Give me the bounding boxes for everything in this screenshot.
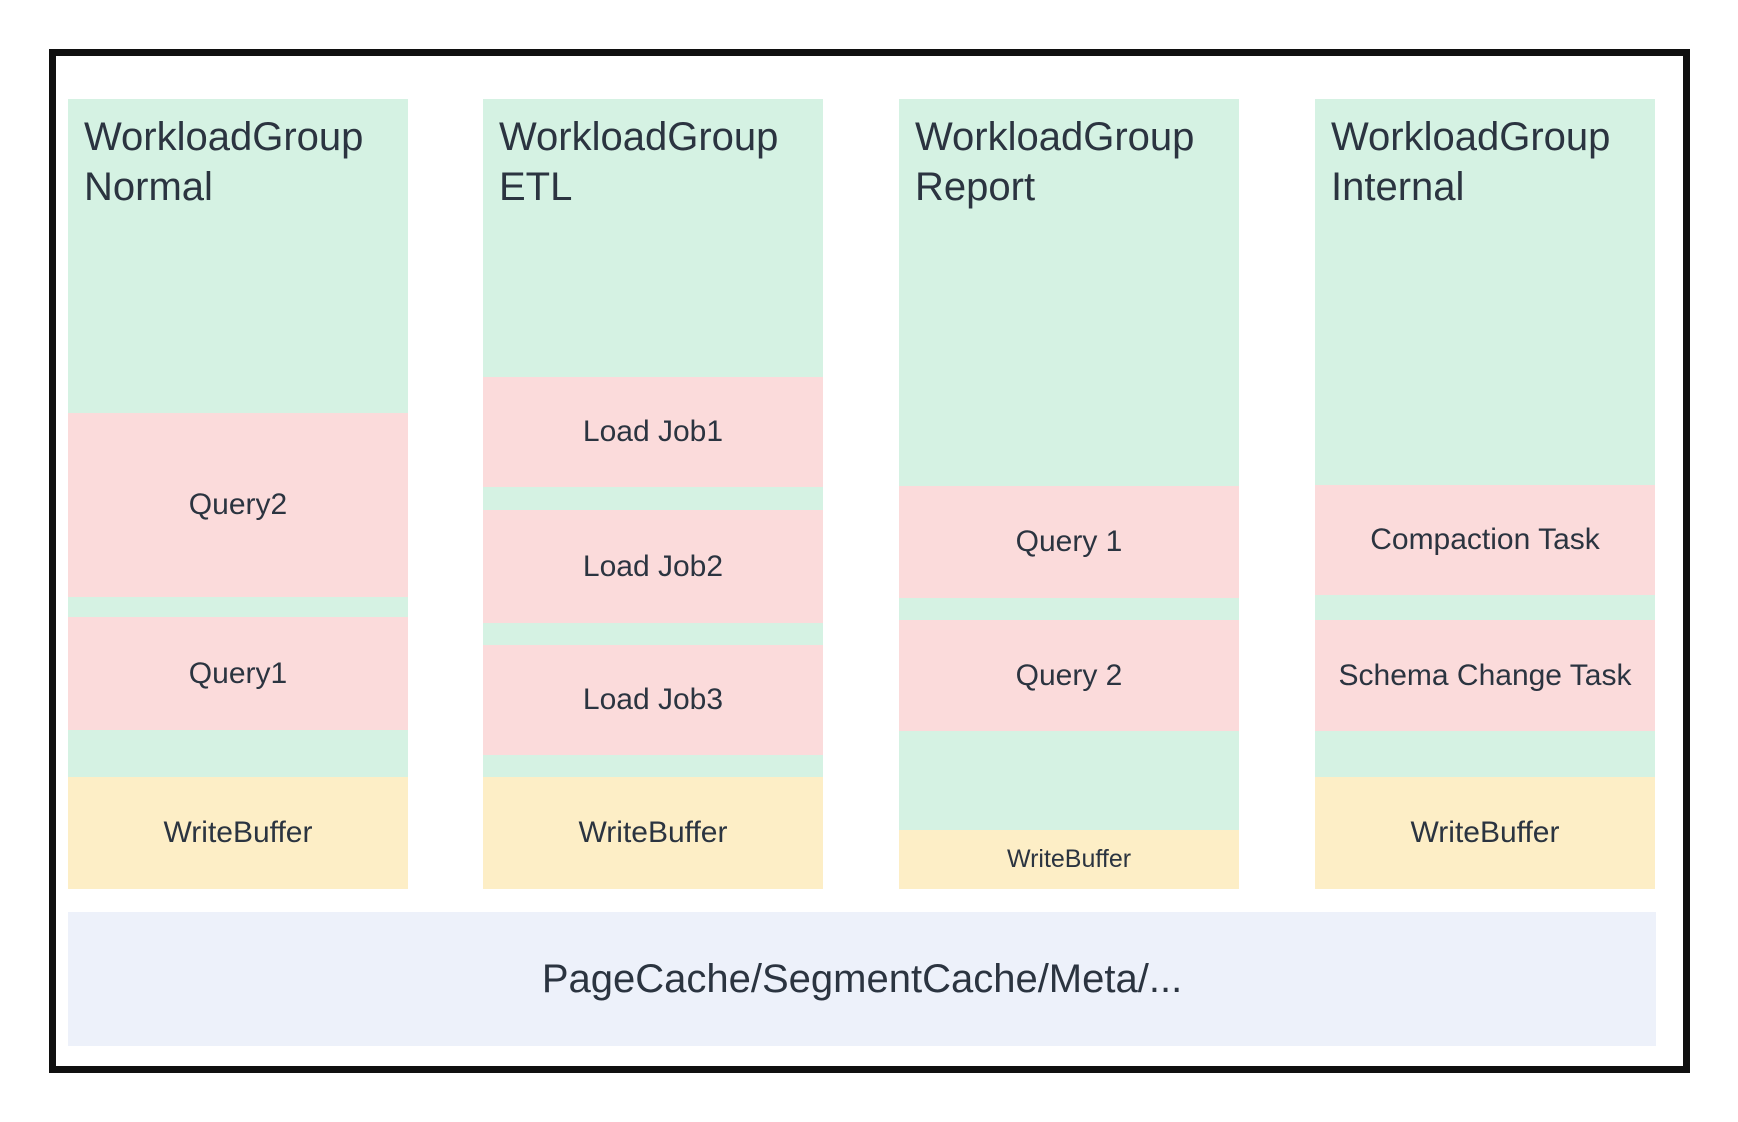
task-label: Schema Change Task	[1338, 658, 1632, 692]
task-block-query2: Query2	[68, 413, 408, 597]
task-label: Query1	[188, 656, 288, 690]
write-buffer-label: WriteBuffer	[578, 816, 728, 849]
write-buffer-block: WriteBuffer	[483, 777, 823, 889]
write-buffer-label: WriteBuffer	[163, 816, 313, 849]
write-buffer-block: WriteBuffer	[68, 777, 408, 889]
task-label: Load Job2	[582, 549, 724, 583]
write-buffer-block: WriteBuffer	[1315, 777, 1655, 889]
workload-group-title: WorkloadGroup Normal	[84, 115, 364, 209]
free-memory-gap	[483, 623, 823, 645]
task-block-query-2: Query 2	[899, 620, 1239, 731]
task-block-load-job3: Load Job3	[483, 645, 823, 755]
task-block-query1: Query1	[68, 617, 408, 730]
task-label: Query 2	[1015, 658, 1123, 692]
free-memory-gap	[68, 597, 408, 617]
free-memory-gap	[899, 731, 1239, 830]
task-label: Load Job3	[582, 683, 724, 716]
write-buffer-label: WriteBuffer	[1410, 816, 1560, 849]
write-buffer-block: WriteBuffer	[899, 830, 1239, 889]
free-memory-gap	[483, 755, 823, 777]
workload-group-title: WorkloadGroup Report	[915, 115, 1195, 209]
task-block-load-job1: Load Job1	[483, 377, 823, 487]
task-block-query-1: Query 1	[899, 486, 1239, 598]
free-memory-gap	[483, 487, 823, 510]
free-memory-gap	[1315, 595, 1655, 620]
page-cache-label: PageCache/SegmentCache/Meta/...	[541, 956, 1183, 1001]
workload-group-title: WorkloadGroup ETL	[499, 115, 779, 209]
task-block-schema-change-task: Schema Change Task	[1315, 620, 1655, 731]
task-label: Query2	[188, 488, 288, 521]
workload-group-title: WorkloadGroup Internal	[1331, 115, 1611, 209]
task-block-compaction-task: Compaction Task	[1315, 485, 1655, 595]
free-memory-gap	[899, 598, 1239, 620]
task-label: Query 1	[1015, 525, 1123, 558]
task-label: Load Job1	[582, 415, 724, 448]
free-memory-gap	[1315, 731, 1655, 777]
task-label: Compaction Task	[1370, 523, 1600, 556]
page-cache-bar: PageCache/SegmentCache/Meta/...	[68, 912, 1656, 1046]
task-block-load-job2: Load Job2	[483, 510, 823, 623]
free-memory-gap	[68, 730, 408, 777]
write-buffer-label: WriteBuffer	[1006, 845, 1132, 873]
